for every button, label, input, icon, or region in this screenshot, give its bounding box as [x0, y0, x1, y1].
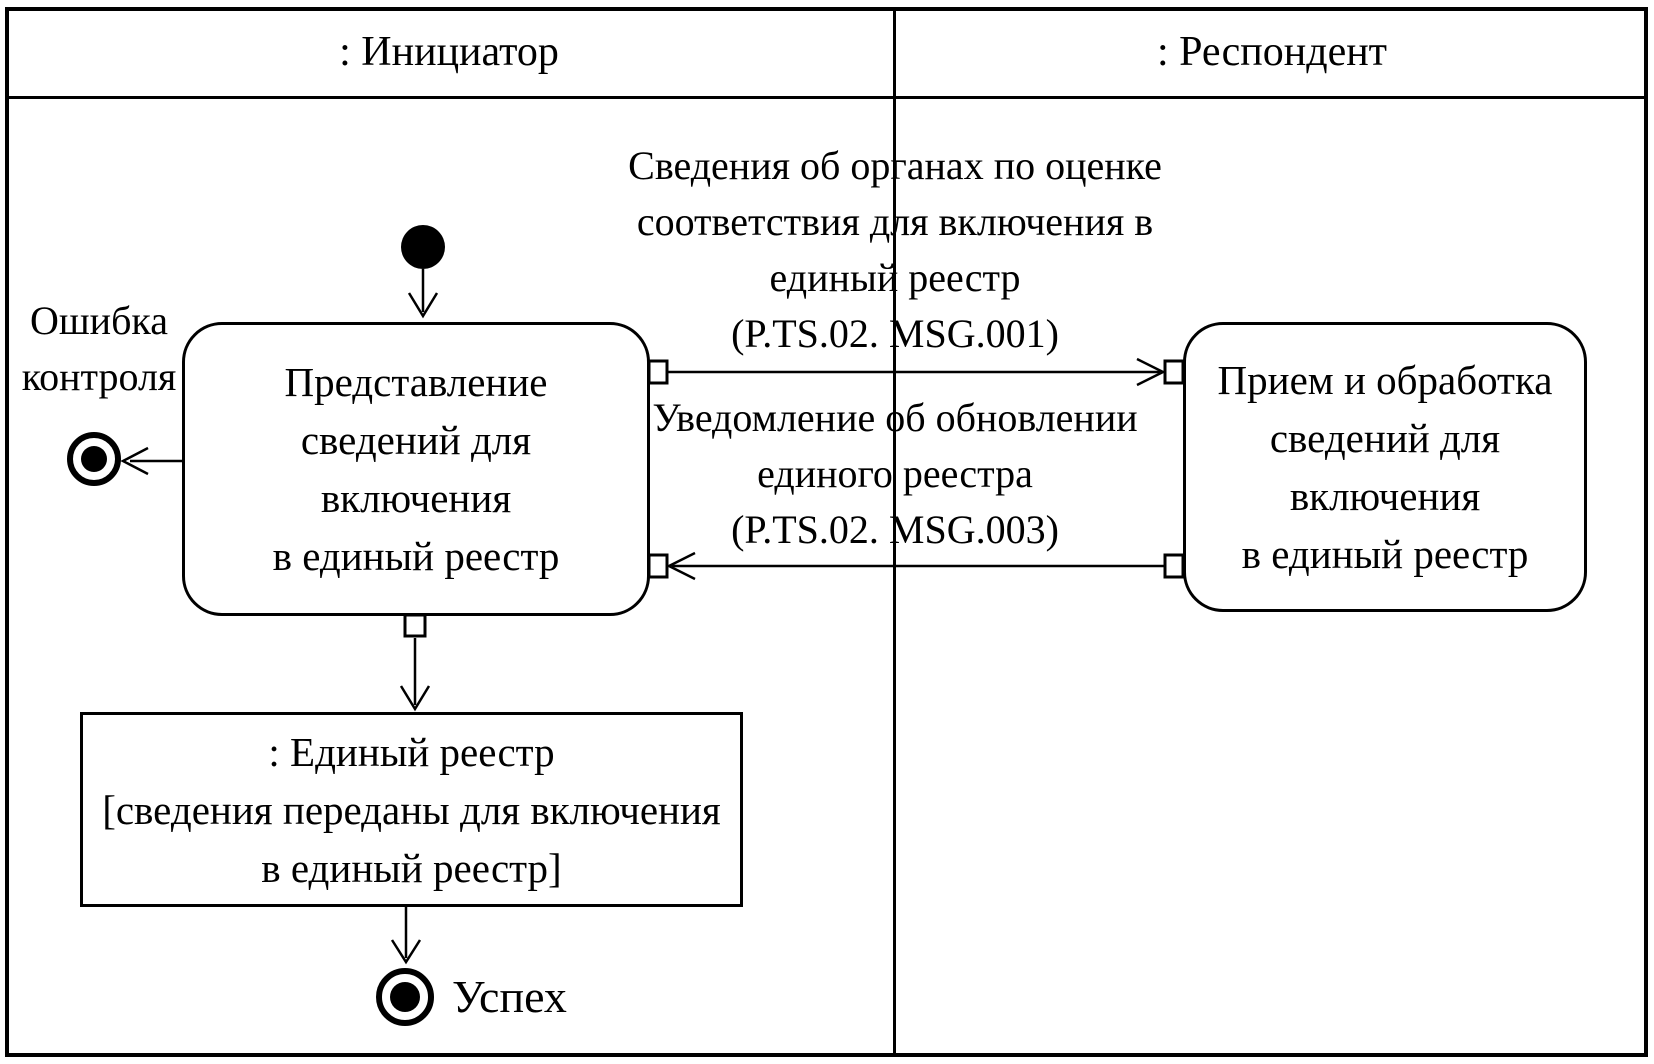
message-msg003-line: единого реестра [757, 451, 1033, 496]
error-label-line: Ошибка [29, 298, 169, 343]
object-unified-register-line: в единый реестр] [261, 844, 562, 891]
activity-receive-process: Прием и обработка сведений для включения… [1183, 322, 1587, 612]
lane-header-respondent-label: : Респондент [1156, 28, 1388, 75]
message-label-msg003: Уведомление об обновлении единого реестр… [495, 390, 1295, 558]
activity-receive-process-line: в единый реестр [1241, 531, 1529, 577]
message-msg001-line: (P.TS.02. MSG.001) [731, 311, 1059, 356]
message-msg001-line: единый реестр [769, 255, 1021, 300]
message-msg001-line: соответствия для включения в [636, 199, 1154, 244]
message-msg003-line: (P.TS.02. MSG.003) [731, 507, 1059, 552]
final-state-success-label: Успех [452, 971, 567, 1022]
swimlane-divider [893, 7, 896, 1057]
activity-receive-process-line: сведений для [1269, 415, 1501, 461]
activity-submit-info-line: сведений для [300, 417, 532, 463]
error-label-line: контроля [21, 354, 177, 399]
final-state-error-label: Ошибка контроля [8, 293, 190, 405]
lane-header-respondent: : Респондент [896, 7, 1648, 96]
diagram-border [5, 7, 1648, 1057]
lane-header-initiator: : Инициатор [5, 7, 893, 96]
activity-submit-info-line: в единый реестр [272, 533, 560, 579]
activity-submit-info: Представление сведений для включения в е… [182, 322, 650, 616]
object-unified-register: : Единый реестр [сведения переданы для в… [80, 712, 743, 907]
header-separator-line [5, 96, 1648, 99]
message-msg003-line: Уведомление об обновлении [652, 395, 1138, 440]
message-label-msg001: Сведения об органах по оценке соответств… [495, 138, 1295, 362]
object-unified-register-line: [сведения переданы для включения [102, 786, 721, 833]
message-msg001-line: Сведения об органах по оценке [628, 143, 1162, 188]
lane-header-initiator-label: : Инициатор [339, 28, 559, 75]
activity-submit-info-line: Представление [284, 359, 548, 405]
activity-receive-process-line: Прием и обработка [1217, 357, 1553, 403]
activity-submit-info-line: включения [320, 475, 512, 521]
activity-receive-process-line: включения [1289, 473, 1481, 519]
object-unified-register-line: : Единый реестр [268, 728, 555, 775]
